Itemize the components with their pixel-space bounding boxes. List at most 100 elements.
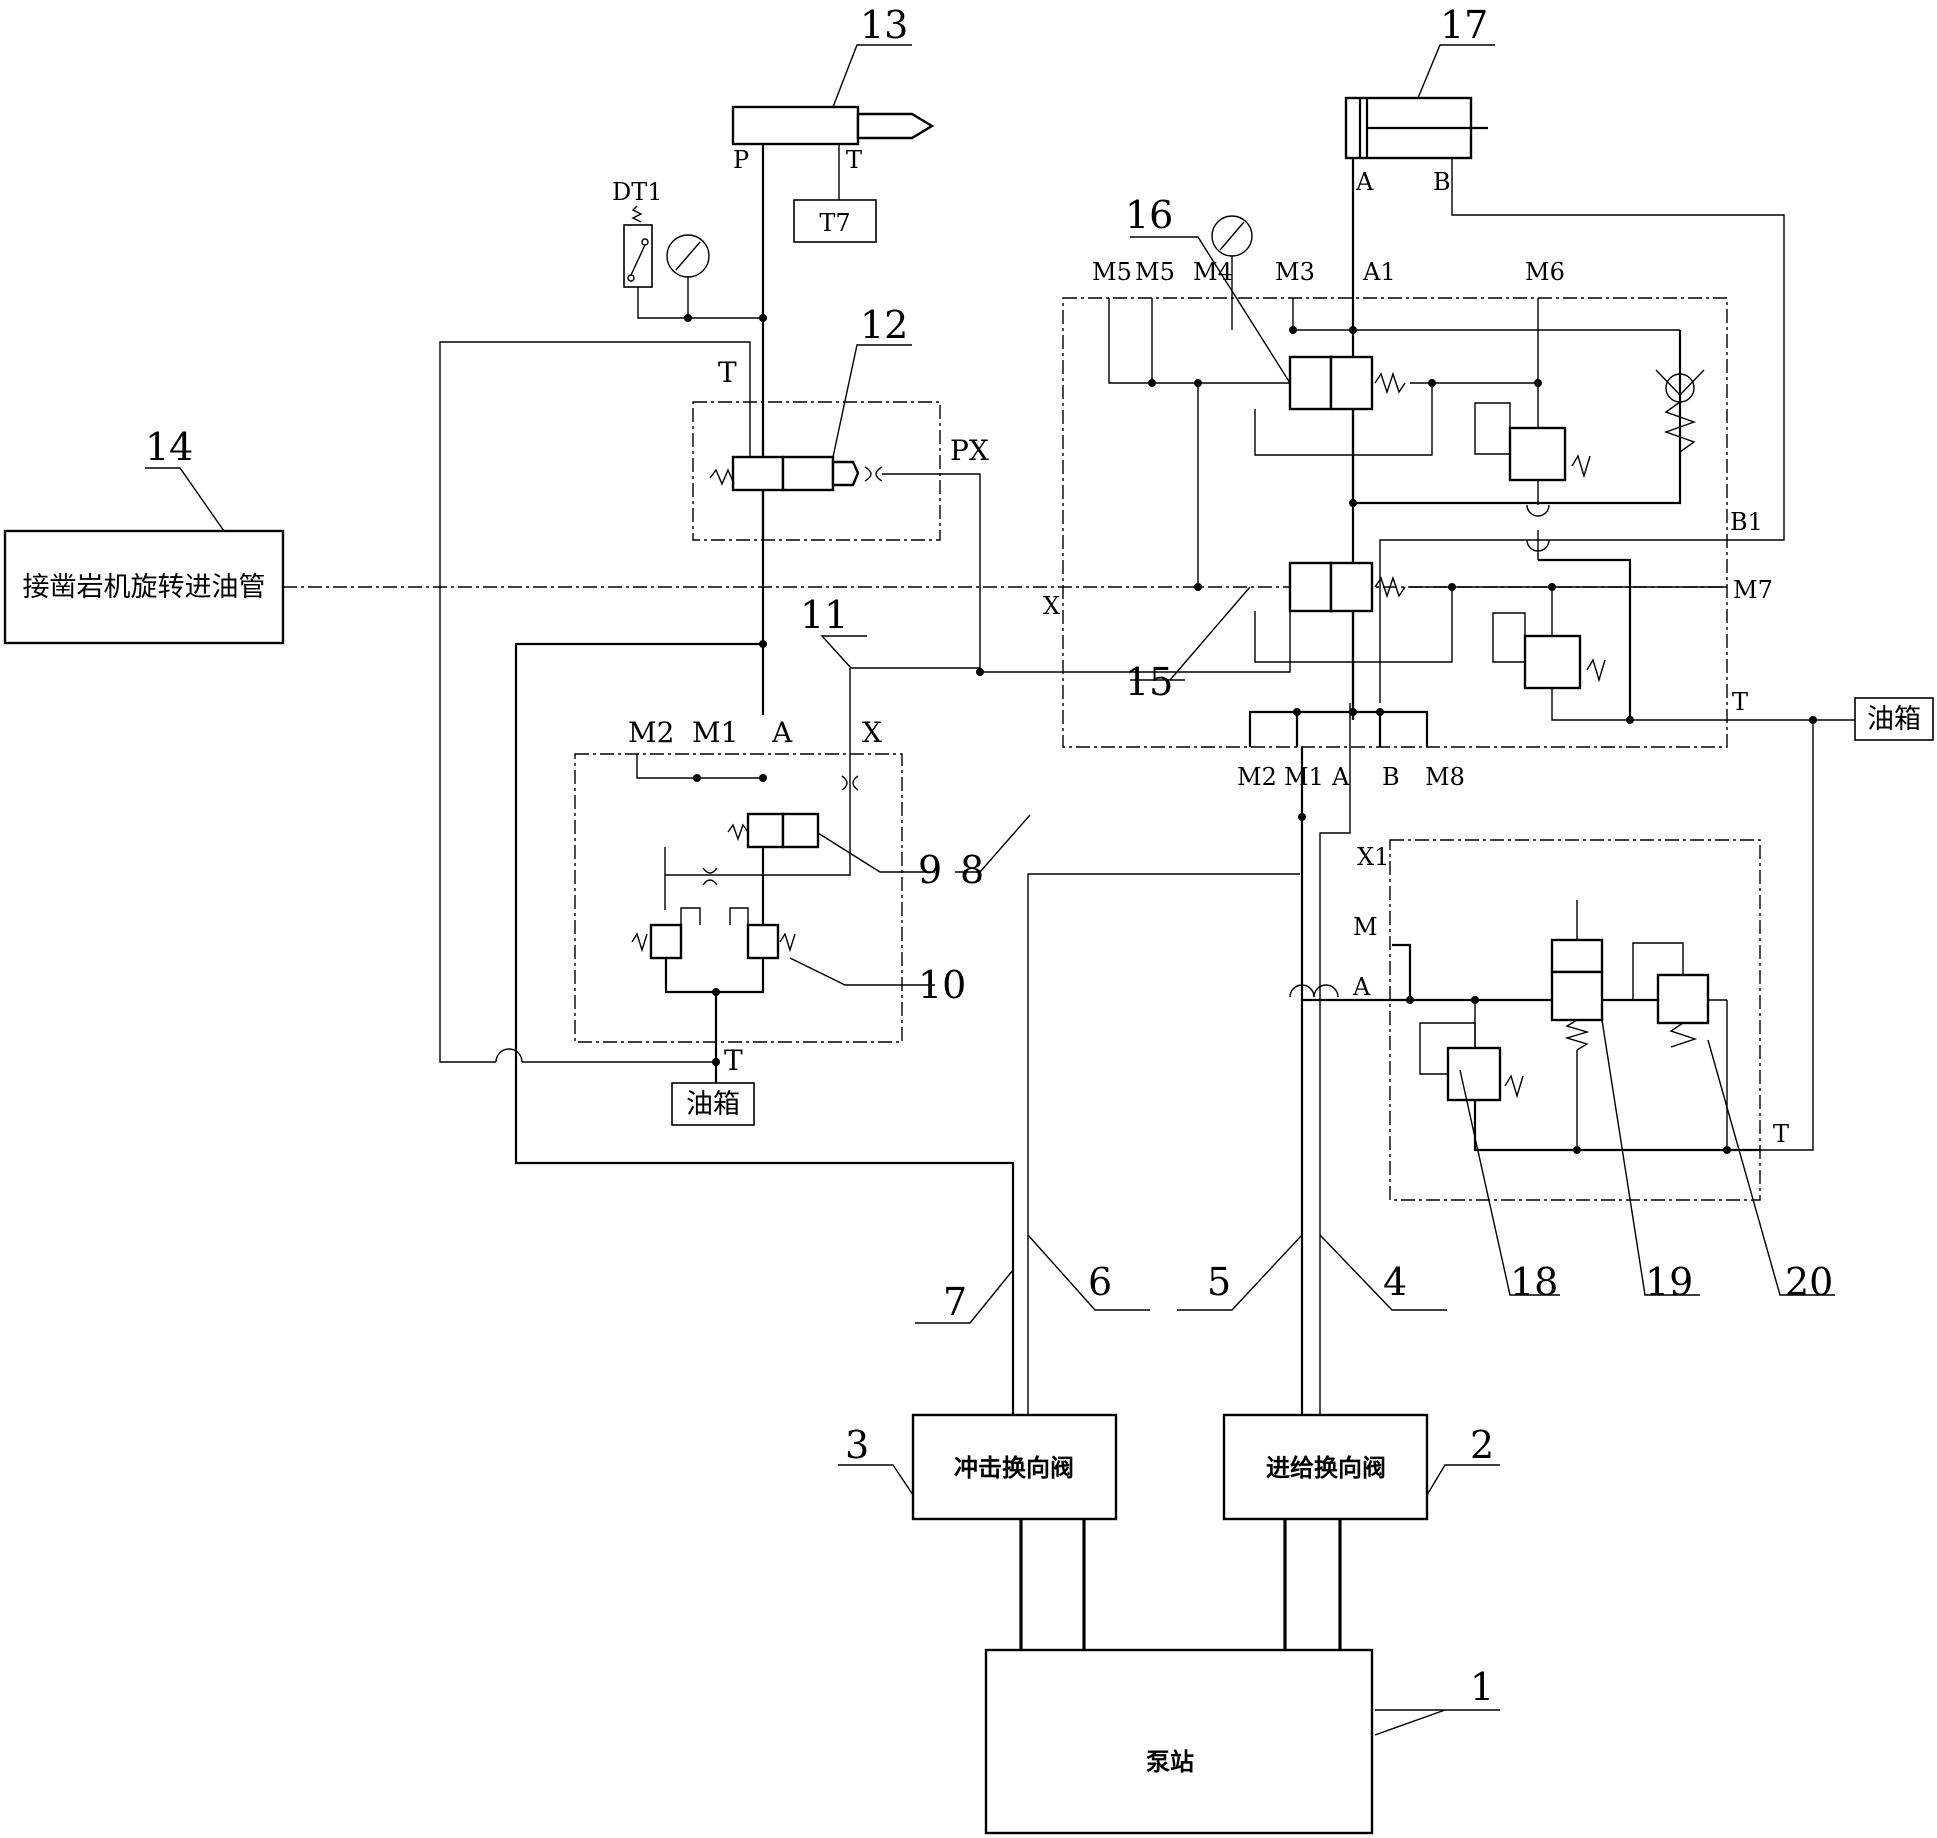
cyl13-port-t: T	[846, 146, 862, 174]
t7-box	[793, 199, 877, 243]
valve-19-spring-icon	[1564, 1019, 1590, 1051]
tank-left-box	[671, 1082, 755, 1126]
pump-station-box	[984, 1648, 1374, 1835]
cyl13-port-p: P	[733, 146, 749, 174]
relief-upper-right	[1508, 426, 1567, 482]
m5-line	[1108, 298, 1290, 384]
r-port-m3: M3	[1275, 258, 1315, 286]
label-12: 12	[860, 303, 908, 347]
relief-lower-spring-icon	[1586, 658, 1606, 683]
valve-15-spring-icon	[1374, 575, 1406, 599]
label-16: 16	[1125, 193, 1173, 237]
valve-12-spring-icon	[709, 468, 735, 486]
label-5: 5	[1207, 1260, 1231, 1304]
valve-16-right	[1329, 355, 1374, 411]
r-port-a: A	[1331, 763, 1350, 791]
line-crossover-icon	[495, 1048, 523, 1063]
relief-lower-right	[1523, 634, 1582, 690]
relief-right	[746, 923, 780, 960]
label-20: 20	[1785, 1260, 1833, 1304]
tank-return-line	[439, 341, 751, 1063]
blk-port-t: T	[724, 1044, 743, 1077]
relief-upper-spring-icon	[1571, 454, 1591, 479]
r-port-m6: M6	[1525, 258, 1565, 286]
dt1-spring-icon	[631, 205, 643, 223]
impact-cylinder-rod	[856, 112, 935, 140]
tank-left-label: 油箱	[686, 1089, 740, 1120]
valve-12-left	[731, 455, 785, 492]
r-port-m5b: M5	[1135, 258, 1175, 286]
blk-port-m1: M1	[692, 716, 738, 749]
relief-18	[1446, 1046, 1502, 1102]
valve-9-spring-icon	[727, 823, 749, 842]
tank-right-label: 油箱	[1867, 704, 1921, 735]
m2-line	[636, 754, 763, 779]
label-14: 14	[145, 425, 193, 469]
label-1: 1	[1470, 1665, 1494, 1709]
pipe-6	[1027, 873, 1300, 1415]
r-port-x: X	[1043, 592, 1060, 620]
cyl17-port-a: A	[1355, 168, 1374, 196]
label-6: 6	[1088, 1260, 1112, 1304]
r-port-b: B	[1382, 763, 1400, 791]
valve-19-top	[1550, 938, 1604, 974]
impact-cylinder	[731, 105, 860, 146]
relief-18-spring-icon	[1504, 1074, 1524, 1099]
valve-19-bottom	[1550, 970, 1604, 1022]
label-8: 8	[960, 848, 984, 892]
pipe-7	[514, 642, 1015, 1415]
feed-valve-label: 进给换向阀	[1266, 1454, 1386, 1482]
relief-20-spring-icon	[1669, 1022, 1698, 1048]
r-port-b1: B1	[1730, 508, 1763, 536]
lb-port-t: T	[1773, 1120, 1789, 1148]
x-pilot-line	[665, 668, 851, 876]
label-15: 15	[1125, 660, 1173, 704]
block-throttle-icon	[841, 775, 859, 791]
cyl17-port-b: B	[1433, 168, 1451, 196]
valve-12-right	[781, 455, 835, 492]
feed-valve-box	[1222, 1413, 1429, 1521]
r-port-m7: M7	[1733, 576, 1773, 604]
label-19: 19	[1645, 1260, 1693, 1304]
rock-drill-pipe-label: 接凿岩机旋转进油管	[23, 572, 266, 603]
valve-15-left	[1288, 561, 1333, 613]
valve-16-left	[1288, 355, 1333, 411]
impact-valve-label: 冲击换向阀	[954, 1454, 1074, 1482]
lb-port-m: M	[1353, 913, 1378, 941]
throttle-icon	[864, 466, 883, 482]
dt1-contact-icon	[630, 244, 646, 276]
r-port-t: T	[1732, 688, 1748, 716]
relief-left	[649, 923, 683, 960]
r-port-m2: M2	[1237, 763, 1277, 791]
r-port-m5a: M5	[1092, 258, 1132, 286]
dt1-line	[637, 287, 763, 319]
v12-port-px: PX	[950, 434, 989, 467]
t7-label: T7	[819, 209, 850, 237]
r-port-m1: M1	[1284, 763, 1324, 791]
line-crossover-upper-icon	[1526, 504, 1550, 517]
pipe-4	[1319, 703, 1351, 1415]
pump-station-label: 泵站	[1146, 1748, 1194, 1776]
valve-18-20-block	[1389, 839, 1761, 1201]
lb-port-x1: X1	[1357, 843, 1389, 871]
px-pilot-line	[882, 473, 1291, 673]
relief-right-spring-icon	[779, 932, 796, 953]
label-13: 13	[860, 3, 908, 47]
dt1-label: DT1	[612, 178, 663, 206]
valve-16-spring-icon	[1374, 371, 1406, 395]
blk-port-x: X	[862, 716, 882, 749]
label-17: 17	[1440, 3, 1488, 47]
blk-port-a: A	[771, 716, 793, 749]
r-port-m8: M8	[1425, 763, 1465, 791]
blk-port-m2: M2	[628, 716, 674, 749]
valve-12-pilot	[831, 460, 860, 487]
valve-9-right	[781, 812, 820, 849]
r-port-a1: A1	[1362, 258, 1396, 286]
label-7: 7	[943, 1280, 967, 1324]
valve-12-block	[692, 401, 941, 541]
cyl17-b-line	[1379, 158, 1785, 703]
relief-return	[664, 958, 765, 994]
tank-right-box	[1854, 697, 1934, 741]
orifice-icon	[702, 867, 718, 886]
